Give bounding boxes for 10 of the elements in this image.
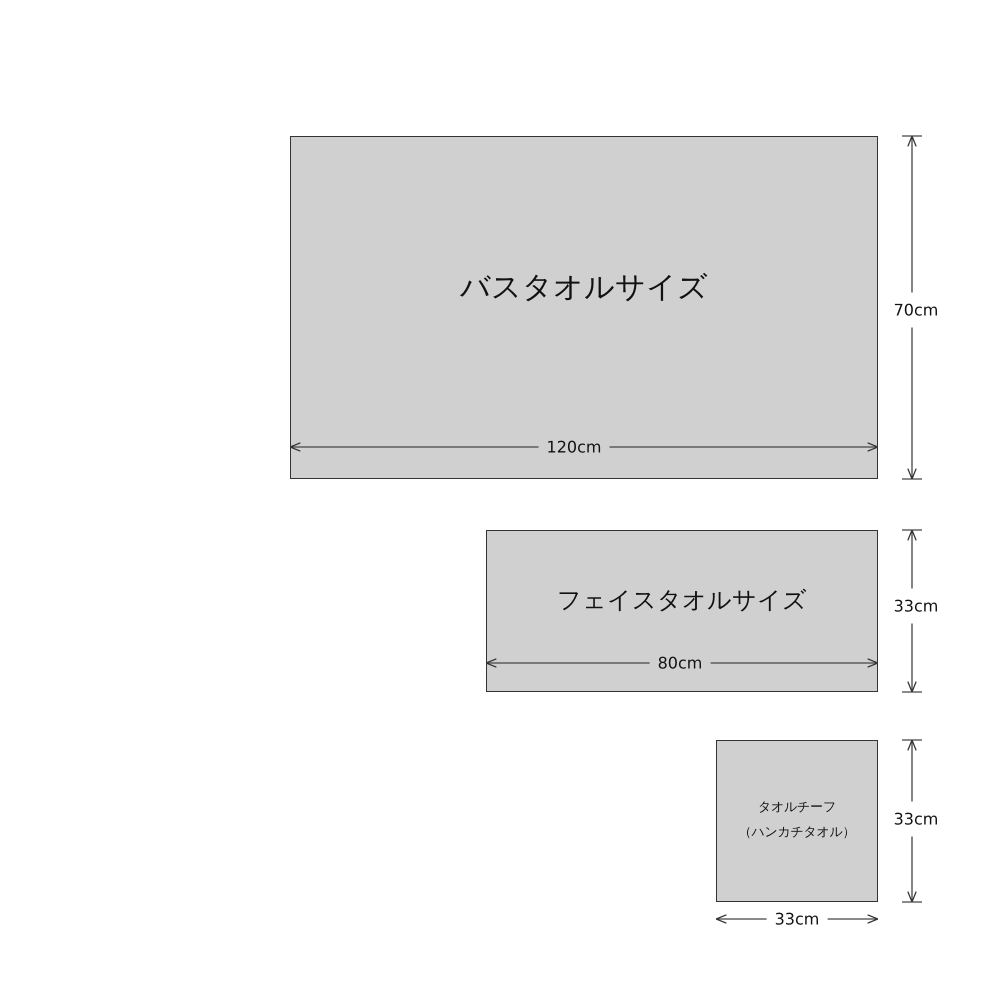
size-name: （ハンカチタオル） bbox=[738, 824, 856, 842]
dimension-label: 70cm bbox=[894, 292, 938, 328]
towel-size-box bbox=[290, 136, 878, 479]
size-name: バスタオルサイズ bbox=[460, 269, 708, 307]
dimension-label: 33cm bbox=[894, 588, 938, 624]
towel-size-box bbox=[486, 530, 878, 692]
size-name: フェイスタオルサイズ bbox=[557, 585, 807, 616]
size-name: タオルチーフ bbox=[758, 799, 836, 818]
towel-size-box bbox=[716, 740, 878, 902]
dimension-label: 33cm bbox=[894, 802, 938, 836]
